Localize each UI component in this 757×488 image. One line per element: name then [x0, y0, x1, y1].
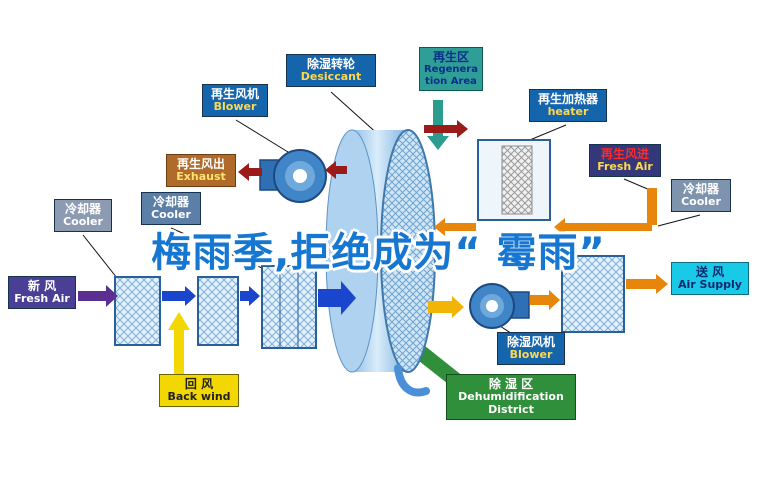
label-regeneration-area-en: Regeneration Area — [423, 64, 478, 87]
process-arrow-big — [318, 281, 356, 315]
cooler-to-heater-arrow — [554, 218, 652, 236]
supply-air-unit — [561, 255, 625, 333]
process-arrow-1 — [162, 286, 196, 306]
label-exhaust-en: Exhaust — [176, 170, 226, 184]
rotor-to-regen-fan-arrow — [325, 161, 347, 179]
label-regen-blower-en: Blower — [213, 100, 257, 114]
label-regen-heater-zh: 再生加热器 — [537, 92, 598, 106]
connector-lines — [82, 91, 701, 348]
label-back-wind-en: Back wind — [167, 390, 231, 404]
heater-to-rotor-arrow — [434, 218, 476, 236]
label-dehumidification-district-zh: 除 湿 区 — [488, 377, 534, 391]
label-fresh-air: 新 风 Fresh Air — [8, 276, 76, 310]
label-desiccant-wheel-zh: 除湿转轮 — [306, 57, 355, 71]
regen-fan — [259, 149, 327, 203]
label-regen-heater: 再生加热器 heater — [529, 89, 607, 123]
fresh-air-arrow — [78, 285, 118, 307]
regen-inlet-duct — [647, 188, 657, 225]
label-regen-fresh-air-zh: 再生风进 — [600, 147, 649, 161]
rotor-top-arrow-right — [424, 120, 468, 138]
label-air-supply-en: Air Supply — [678, 278, 742, 292]
label-fresh-air-en: Fresh Air — [14, 292, 70, 306]
label-cooler-mid-left: 冷却器 Cooler — [141, 192, 201, 226]
label-cooler-right: 冷却器 Cooler — [671, 179, 731, 213]
label-back-wind-zh: 回 风 — [184, 377, 214, 391]
label-exhaust-zh: 再生风出 — [176, 157, 225, 171]
label-regeneration-area: 再生区 Regeneration Area — [419, 47, 483, 91]
regen-heater-unit — [477, 139, 551, 221]
label-desiccant-wheel-en: Desiccant — [300, 70, 362, 84]
pre-cool-unit-1 — [114, 276, 161, 346]
label-regen-fresh-air: 再生风进 Fresh Air — [589, 144, 661, 178]
label-dehumid-blower-en: Blower — [509, 348, 553, 362]
label-regen-fresh-air-en: Fresh Air — [597, 160, 653, 174]
label-cooler-far-left-en: Cooler — [63, 215, 103, 229]
rotor-to-fan-arrow — [428, 296, 464, 318]
label-cooler-mid-left-zh: 冷却器 — [152, 195, 189, 209]
label-desiccant-wheel: 除湿转轮 Desiccant — [286, 54, 376, 88]
label-regen-blower-zh: 再生风机 — [210, 87, 259, 101]
label-cooler-right-zh: 冷却器 — [682, 182, 719, 196]
cooling-coil-unit — [261, 265, 317, 349]
label-air-supply-zh: 送 风 — [695, 265, 725, 279]
label-dehumidification-district-en: Dehumidification District — [458, 390, 564, 417]
supply-fan — [469, 283, 530, 329]
label-cooler-far-left: 冷却器 Cooler — [54, 199, 112, 233]
label-regen-blower: 再生风机 Blower — [202, 84, 268, 118]
label-regen-heater-en: heater — [547, 105, 589, 119]
return-air-arrow-up — [168, 312, 190, 374]
label-dehumidification-district: 除 湿 区 Dehumidification District — [446, 374, 576, 421]
rotor-drain-curl — [394, 364, 430, 397]
label-air-supply: 送 风 Air Supply — [671, 262, 749, 296]
exhaust-arrow — [238, 163, 262, 181]
label-cooler-far-left-zh: 冷却器 — [64, 202, 101, 216]
desiccant-rotor — [325, 129, 436, 397]
label-dehumid-blower-zh: 除湿风机 — [506, 335, 555, 349]
fan-to-unit-arrow — [530, 290, 560, 310]
label-exhaust: 再生风出 Exhaust — [166, 154, 236, 188]
label-back-wind: 回 风 Back wind — [159, 374, 239, 408]
label-dehumid-blower: 除湿风机 Blower — [497, 332, 565, 366]
process-arrow-2 — [240, 286, 260, 306]
label-cooler-right-en: Cooler — [681, 195, 721, 209]
label-regeneration-area-zh: 再生区 — [432, 50, 469, 64]
label-cooler-mid-left-en: Cooler — [151, 208, 191, 222]
flow-arrows — [78, 100, 668, 374]
label-fresh-air-zh: 新 风 — [27, 279, 57, 293]
supply-air-arrow — [626, 274, 668, 294]
pre-cool-unit-2 — [197, 276, 239, 346]
